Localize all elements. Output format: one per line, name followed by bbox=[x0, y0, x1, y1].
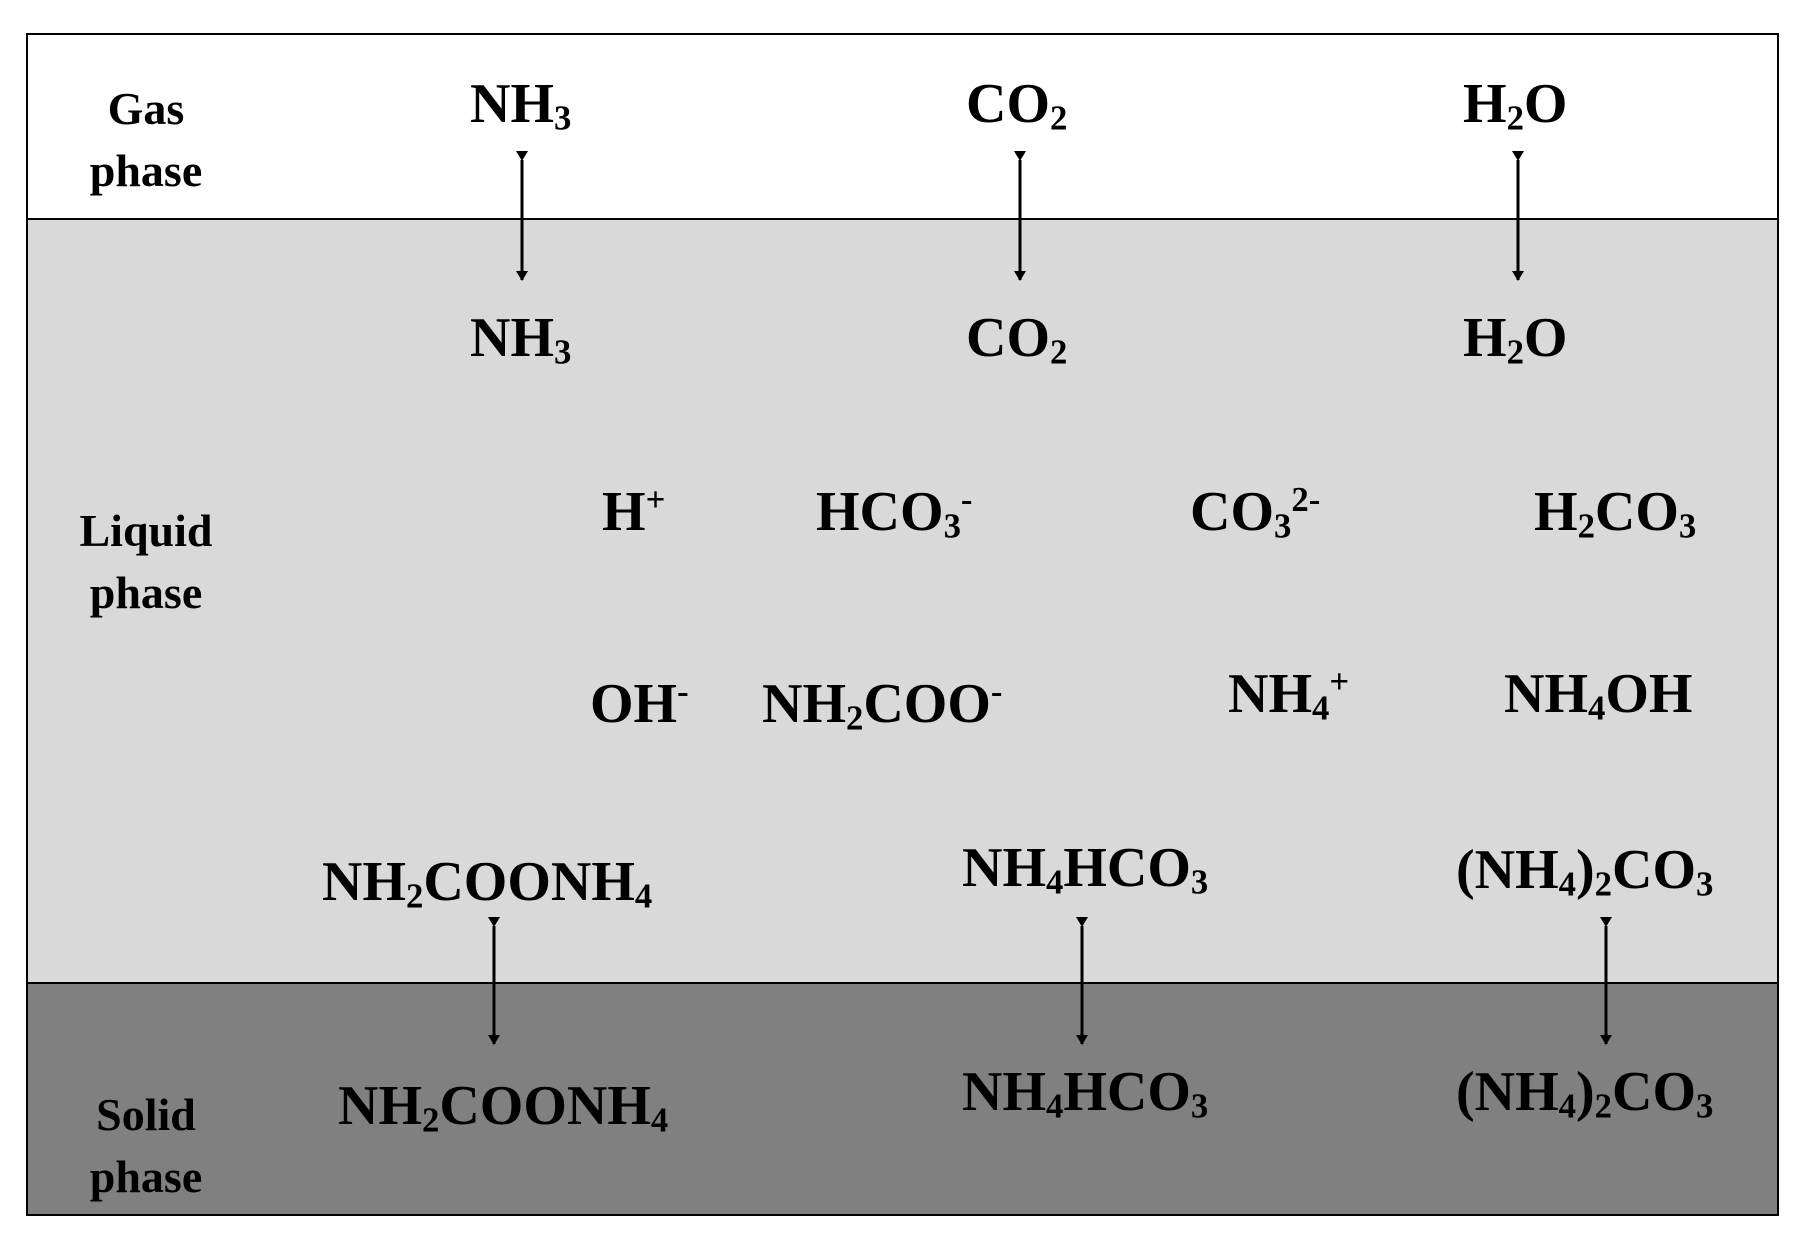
ion-hco3-charge: - bbox=[960, 479, 973, 519]
ion-nh2coo-coo: COO bbox=[863, 673, 991, 735]
nh4oh-oh: OH bbox=[1605, 663, 1693, 725]
liquid-h2o-tail: O bbox=[1523, 307, 1568, 369]
liq-carb-sub1: 4 bbox=[1558, 864, 1577, 904]
gas-nh3-main: NH bbox=[470, 73, 554, 135]
h2co3-sub2: 3 bbox=[1678, 506, 1697, 546]
solid-ammonium-carbamate: NH2COONH4 bbox=[338, 1074, 668, 1138]
sol-carbamate-sub1: 2 bbox=[422, 1100, 440, 1140]
liquid-co2: CO2 bbox=[966, 306, 1067, 370]
ion-nh4-main: NH bbox=[1228, 663, 1312, 725]
liquid-h2o-main: H bbox=[1463, 307, 1507, 369]
liq-carb-nh: (NH bbox=[1456, 839, 1559, 901]
h2co3: H2CO3 bbox=[1534, 480, 1696, 544]
h2co3-co: CO bbox=[1594, 481, 1679, 543]
ion-hco3-main: HCO bbox=[816, 481, 944, 543]
ion-nh4-sub: 4 bbox=[1312, 688, 1330, 728]
ion-h-plus-main: H bbox=[602, 481, 646, 543]
solid-phase-label-line2: phase bbox=[89, 1151, 203, 1202]
liq-carbamate-nh: NH bbox=[322, 851, 406, 913]
ion-hco3-minus: HCO3- bbox=[816, 480, 972, 544]
sol-carb-sub1: 4 bbox=[1558, 1086, 1577, 1126]
liquid-phase-label-line1: Liquid bbox=[79, 505, 213, 556]
gas-phase-region bbox=[26, 33, 1779, 220]
liq-bicarb-hco: HCO bbox=[1063, 837, 1191, 899]
ion-h-plus-charge: + bbox=[645, 479, 666, 519]
ion-nh2coo-charge: - bbox=[990, 671, 1003, 711]
solid-ammonium-carbonate: (NH4)2CO3 bbox=[1456, 1060, 1713, 1124]
gas-h2o-tail: O bbox=[1523, 73, 1568, 135]
sol-carbamate-coonh: COONH bbox=[439, 1075, 651, 1137]
liq-carb-co: CO bbox=[1612, 839, 1697, 901]
liquid-ammonium-bicarbonate: NH4HCO3 bbox=[962, 836, 1208, 900]
sol-carb-sub2: 2 bbox=[1594, 1086, 1613, 1126]
sol-bicarb-sub1: 4 bbox=[1046, 1086, 1064, 1126]
ion-hco3-sub: 3 bbox=[943, 506, 961, 546]
solid-ammonium-bicarbonate: NH4HCO3 bbox=[962, 1060, 1208, 1124]
nh4oh-nh: NH bbox=[1504, 663, 1588, 725]
ion-co3-sub: 3 bbox=[1274, 506, 1292, 546]
gas-co2-sub: 2 bbox=[1050, 98, 1068, 138]
liq-bicarb-sub2: 3 bbox=[1190, 862, 1209, 902]
sol-bicarb-nh: NH bbox=[962, 1061, 1046, 1123]
h2co3-sub1: 2 bbox=[1577, 506, 1595, 546]
nh4oh: NH4OH bbox=[1504, 662, 1692, 726]
sol-carb-co: CO bbox=[1612, 1061, 1697, 1123]
gas-h2o: H2O bbox=[1463, 72, 1567, 136]
sol-carb-paren: ) bbox=[1576, 1061, 1595, 1123]
solid-phase-label-line1: Solid bbox=[96, 1089, 196, 1140]
solid-phase-region bbox=[26, 984, 1779, 1216]
ion-co3-main: CO bbox=[1190, 481, 1274, 543]
sol-bicarb-sub2: 3 bbox=[1190, 1086, 1209, 1126]
sol-carbamate-sub2: 4 bbox=[650, 1100, 669, 1140]
gas-nh3-sub: 3 bbox=[554, 98, 572, 138]
liquid-phase-region bbox=[26, 220, 1779, 984]
liquid-ammonium-carbonate: (NH4)2CO3 bbox=[1456, 838, 1713, 902]
liq-carb-sub2: 2 bbox=[1594, 864, 1613, 904]
ion-oh-charge: - bbox=[677, 671, 689, 711]
ion-nh2coo-nh: NH bbox=[762, 673, 846, 735]
ion-nh2coo-sub: 2 bbox=[846, 698, 864, 738]
liq-carb-paren: ) bbox=[1576, 839, 1595, 901]
liquid-phase-label-line2: phase bbox=[89, 567, 203, 618]
liquid-nh3-sub: 3 bbox=[554, 332, 572, 372]
gas-h2o-sub: 2 bbox=[1506, 98, 1524, 138]
sol-carb-sub3: 3 bbox=[1696, 1086, 1714, 1126]
sol-bicarb-hco: HCO bbox=[1063, 1061, 1191, 1123]
gas-co2: CO2 bbox=[966, 72, 1067, 136]
liquid-co2-main: CO bbox=[966, 307, 1050, 369]
ion-oh-minus: OH- bbox=[590, 672, 689, 736]
nh4oh-sub: 4 bbox=[1588, 688, 1606, 728]
ion-nh2coo-minus: NH2COO- bbox=[762, 672, 1002, 736]
gas-co2-main: CO bbox=[966, 73, 1050, 135]
ion-nh4-charge: + bbox=[1329, 661, 1350, 701]
ion-co3-charge: 2- bbox=[1291, 479, 1321, 519]
liq-carbamate-sub1: 2 bbox=[406, 876, 424, 916]
h2co3-h: H bbox=[1534, 481, 1578, 543]
liquid-h2o: H2O bbox=[1463, 306, 1567, 370]
sol-carbamate-nh: NH bbox=[338, 1075, 422, 1137]
ion-oh-main: OH bbox=[590, 673, 678, 735]
liquid-nh3: NH3 bbox=[470, 306, 571, 370]
liquid-nh3-main: NH bbox=[470, 307, 554, 369]
liquid-h2o-sub: 2 bbox=[1506, 332, 1524, 372]
liq-bicarb-nh: NH bbox=[962, 837, 1046, 899]
liq-carbamate-coonh: COONH bbox=[423, 851, 635, 913]
liq-carbamate-sub2: 4 bbox=[634, 876, 653, 916]
ion-co3-2minus: CO32- bbox=[1190, 480, 1320, 544]
liq-bicarb-sub1: 4 bbox=[1046, 862, 1064, 902]
solid-phase-label: Solid phase bbox=[26, 1084, 266, 1208]
ion-h-plus: H+ bbox=[602, 480, 665, 544]
gas-phase-label-line2: phase bbox=[89, 145, 203, 196]
liq-carb-sub3: 3 bbox=[1696, 864, 1714, 904]
sol-carb-nh: (NH bbox=[1456, 1061, 1559, 1123]
gas-phase-label: Gas phase bbox=[26, 78, 266, 202]
liquid-phase-label: Liquid phase bbox=[26, 500, 266, 624]
liquid-co2-sub: 2 bbox=[1050, 332, 1068, 372]
gas-nh3: NH3 bbox=[470, 72, 571, 136]
ion-nh4-plus: NH4+ bbox=[1228, 662, 1349, 726]
liquid-ammonium-carbamate: NH2COONH4 bbox=[322, 850, 652, 914]
gas-phase-label-line1: Gas bbox=[107, 83, 185, 134]
gas-h2o-main: H bbox=[1463, 73, 1507, 135]
